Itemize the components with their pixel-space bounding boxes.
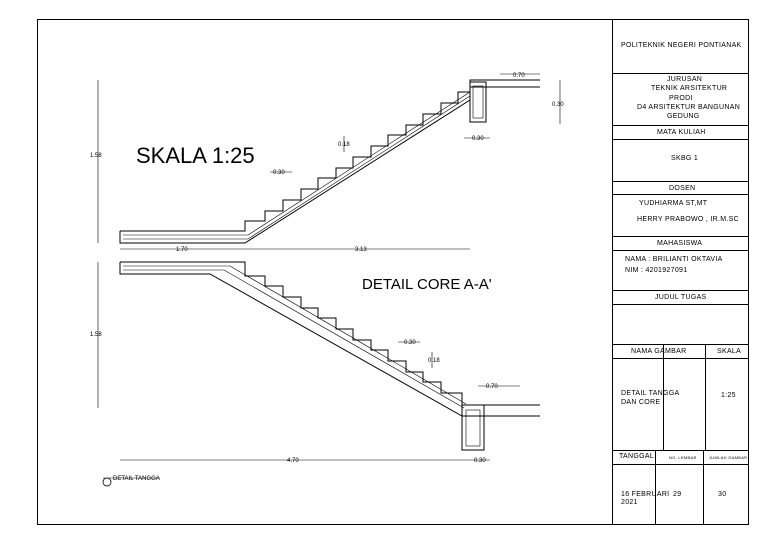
- sheet-values-cell: 16 FEBRUARI 2021 29 30: [613, 465, 749, 524]
- dept-line-3: PRODI: [669, 95, 693, 102]
- divider: [703, 451, 704, 524]
- lower-stair-section: [119, 261, 540, 451]
- lecturer-header: DOSEN: [669, 185, 696, 192]
- callout-marker: [102, 477, 112, 487]
- dim-total-bottom: 4.70: [287, 458, 299, 464]
- dim-top-height: 0.30: [552, 102, 564, 108]
- date-header: TANGGAL: [619, 453, 655, 460]
- lecturer-1: YUDHIARMA ST,MT: [639, 200, 708, 207]
- upper-stair-rebar: [123, 95, 471, 240]
- sheet-count: 30: [718, 491, 727, 498]
- course-header: MATA KULIAH: [657, 129, 706, 136]
- date-line-1: 16 FEBRUARI: [621, 491, 670, 498]
- drawing-name-2: DAN CORE: [621, 399, 661, 406]
- task-header: JUDUL TUGAS: [655, 294, 707, 301]
- scale-header: SKALA: [717, 348, 742, 355]
- stair-drawing: SKALA 1:25 DETAIL CORE A-A' DETAIL TANGG…: [90, 73, 564, 487]
- divider: [655, 451, 656, 524]
- scale-label: SKALA 1:25: [136, 143, 255, 168]
- upper-stair-profile: [119, 86, 540, 244]
- dept-line-5: GEDUNG: [667, 113, 700, 120]
- dim-riser-bottom: 0.18: [428, 358, 440, 364]
- lower-stair-profile: [119, 262, 540, 417]
- upper-stair-section: [119, 79, 540, 244]
- task-header-cell: JUDUL TUGAS: [613, 291, 749, 305]
- student-name: NAMA : BRILIANTI OKTAVIA: [625, 256, 723, 263]
- student-header-cell: MAHASISWA: [613, 237, 749, 251]
- student-nim: NIM : 4201927091: [625, 267, 688, 274]
- dim-run-top: 3.13: [355, 247, 367, 253]
- dim-tread-bottom: 0.30: [404, 340, 416, 346]
- date-line-2: 2021: [621, 499, 638, 506]
- lecturer-header-cell: DOSEN: [613, 182, 749, 195]
- upper-core-beam: [469, 81, 487, 123]
- section-label: DETAIL CORE A-A': [362, 276, 492, 293]
- institution-cell: POLITEKNIK NEGERI PONTIANAK: [613, 19, 749, 74]
- dept-line-1: JURUSAN: [667, 76, 703, 83]
- dept-cell: JURUSAN TEKNIK ARSITEKTUR PRODI D4 ARSIT…: [613, 74, 749, 126]
- dim-height-left-bottom: 1.58: [90, 332, 102, 338]
- dim-height-left-top: 1.58: [90, 153, 102, 159]
- sheet-header-cell: TANGGAL NO. LEMBAR JUMLAH GAMBAR: [613, 451, 749, 465]
- dim-top-beam: 0.30: [472, 136, 484, 142]
- dim-tread-top: 0.30: [273, 170, 285, 176]
- lecturer-2: HERRY PRABOWO , IR.M.SC: [637, 216, 739, 223]
- upper-stair-steps: [120, 79, 540, 232]
- dim-riser-top: 0.18: [338, 142, 350, 148]
- dim-top-width: 0.70: [513, 73, 525, 79]
- dept-line-4: D4 ARSITEKTUR BANGUNAN: [637, 104, 741, 111]
- sheet-no-header: NO. LEMBAR: [669, 455, 697, 460]
- course-cell: SKBG 1: [613, 140, 749, 182]
- divider: [663, 345, 664, 451]
- drawing-header-cell: NAMA GAMBAR SKALA: [613, 345, 749, 359]
- scale-value: 1:25: [721, 392, 736, 399]
- sheet-count-header: JUMLAH GAMBAR: [709, 455, 748, 460]
- title-block: POLITEKNIK NEGERI PONTIANAK JURUSAN TEKN…: [612, 19, 749, 525]
- course: SKBG 1: [671, 155, 699, 162]
- task-cell: [613, 305, 749, 345]
- lecturer-cell: YUDHIARMA ST,MT HERRY PRABOWO , IR.M.SC: [613, 195, 749, 237]
- dept-line-2: TEKNIK ARSITEKTUR: [651, 85, 728, 92]
- divider: [705, 345, 706, 451]
- dim-bottom-beam: 0.30: [474, 458, 486, 464]
- student-header: MAHASISWA: [657, 240, 703, 247]
- institution: POLITEKNIK NEGERI PONTIANAK: [621, 42, 742, 49]
- student-cell: NAMA : BRILIANTI OKTAVIA NIM : 420192709…: [613, 251, 749, 291]
- lower-core-beam: [461, 404, 485, 451]
- dim-bottom-width: 0.70: [486, 384, 498, 390]
- callout-label: DETAIL TANGGA: [113, 476, 160, 482]
- drawing-frame: [37, 19, 749, 525]
- drawing-name-header: NAMA GAMBAR: [631, 348, 687, 355]
- sheet-no: 29: [673, 491, 682, 498]
- dim-landing-top: 1.70: [176, 247, 188, 253]
- drawing-name-cell: DETAIL TANGGA DAN CORE 1:25: [613, 359, 749, 451]
- course-header-cell: MATA KULIAH: [613, 126, 749, 140]
- drawing-name-1: DETAIL TANGGA: [621, 390, 680, 397]
- lower-stair-steps: [120, 261, 540, 406]
- lower-stair-rebar: [123, 269, 465, 409]
